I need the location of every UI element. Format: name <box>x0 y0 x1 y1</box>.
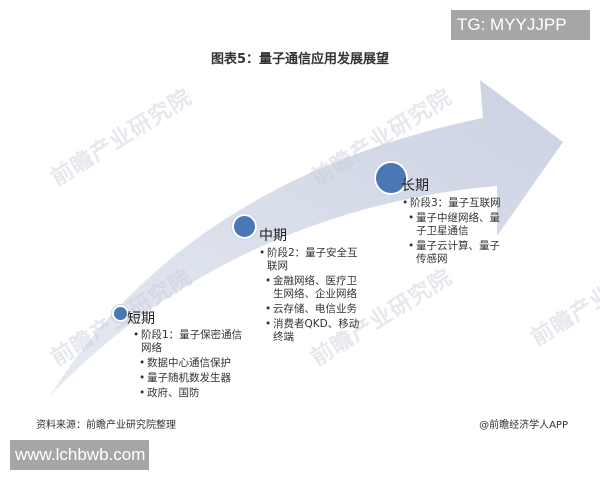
long-term-label: 长期 <box>401 178 429 194</box>
mid-term-dot <box>232 214 257 239</box>
list-item: •云存储、电信业务 <box>265 303 357 315</box>
stage-title: 阶段3：量子互联网 <box>410 197 501 209</box>
long-term-dot <box>374 161 408 195</box>
long-term-stage: •阶段3：量子互联网 •量子中继网络、量子卫星通信 •量子云计算、量子传感网 <box>402 197 501 265</box>
list-item: •数据中心通信保护 <box>139 357 231 369</box>
list-item: •量子云计算、量子传感网 <box>408 240 500 265</box>
stage-title: 阶段2：量子安全互联网 <box>267 247 358 272</box>
mid-term-label: 中期 <box>259 228 287 244</box>
list-item: •金融网络、医疗卫生网络、企业网络 <box>265 275 357 300</box>
mid-term-stage: •阶段2：量子安全互联网 •金融网络、医疗卫生网络、企业网络 •云存储、电信业务… <box>259 247 365 346</box>
credit-note: @前瞻经济学人APP <box>479 420 568 431</box>
site-badge: www.lchbwb.com <box>10 440 149 470</box>
short-term-label: 短期 <box>127 311 155 327</box>
source-note: 资料来源：前瞻产业研究院整理 <box>36 420 176 431</box>
chart-title: 图表5：量子通信应用发展展望 <box>210 52 390 67</box>
stage-title: 阶段1：量子保密通信网络 <box>141 329 243 354</box>
list-item: •政府、国防 <box>139 387 200 399</box>
list-item: •量子中继网络、量子卫星通信 <box>408 212 500 237</box>
list-item: •量子随机数发生器 <box>139 372 231 384</box>
list-item: •消费者QKD、移动终端 <box>265 318 360 343</box>
short-term-dot <box>112 305 129 322</box>
short-term-stage: •阶段1：量子保密通信网络 •数据中心通信保护 •量子随机数发生器 •政府、国防 <box>133 329 245 402</box>
tg-badge: TG: MYYJJPP <box>451 10 590 40</box>
